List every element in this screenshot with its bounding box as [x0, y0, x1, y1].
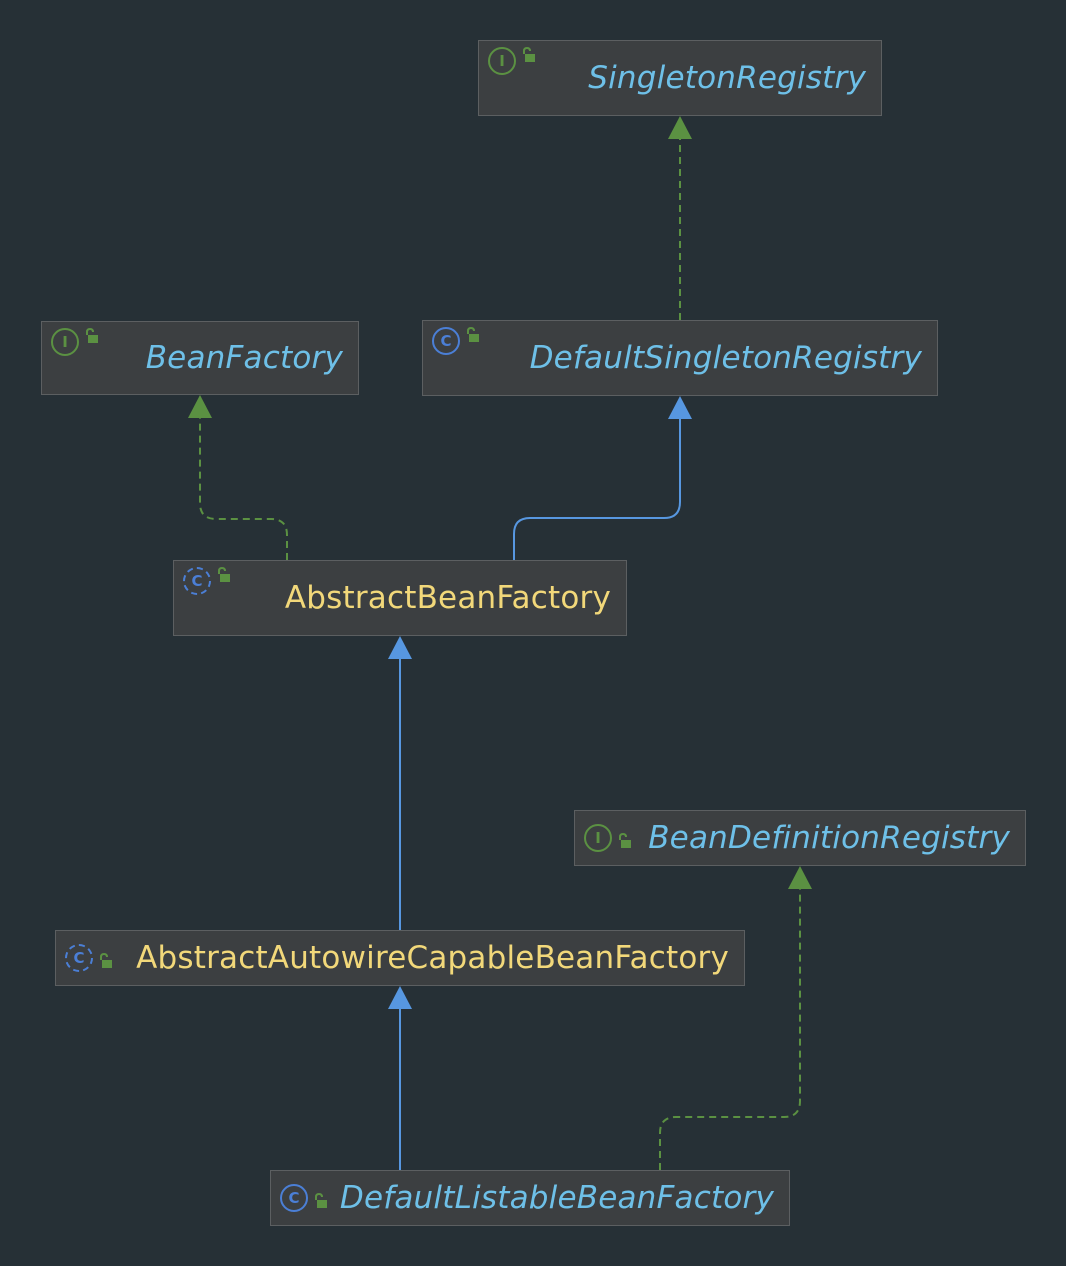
- arrowhead-singletonregistry: [668, 116, 692, 139]
- node-label: DefaultListableBeanFactory: [339, 1180, 774, 1216]
- class-icon: C: [432, 327, 460, 355]
- lock-open-icon: [315, 1192, 327, 1208]
- arrowhead-beandefinitionregistry: [788, 866, 812, 889]
- node-abstractbeanfactory[interactable]: C AbstractBeanFactory: [173, 560, 627, 636]
- node-label: AbstractBeanFactory: [284, 580, 611, 616]
- arrowhead-abstractbeanfactory: [388, 636, 412, 659]
- interface-icon: I: [51, 328, 79, 356]
- node-label: BeanFactory: [145, 340, 343, 376]
- arrowhead-abstractautowirecapablebeanfactory: [388, 986, 412, 1009]
- abstract-class-icon: C: [183, 567, 211, 595]
- node-label: BeanDefinitionRegistry: [648, 820, 1010, 856]
- node-defaultlistablebeanfactory[interactable]: C DefaultListableBeanFactory: [270, 1170, 790, 1226]
- arrowhead-beanfactory: [188, 395, 212, 418]
- node-beandefinitionregistry[interactable]: I BeanDefinitionRegistry: [574, 810, 1026, 866]
- lock-open-icon: [100, 952, 112, 968]
- node-label: DefaultSingletonRegistry: [529, 340, 922, 376]
- edge-abstractbeanfactory-implements-beanfactory: [199, 418, 288, 560]
- abstract-class-icon: C: [65, 944, 93, 972]
- class-icon: C: [280, 1184, 308, 1212]
- arrowhead-defaultsingletonregistry: [668, 396, 692, 419]
- node-label: SingletonRegistry: [588, 60, 866, 96]
- interface-icon: I: [584, 824, 612, 852]
- node-abstractautowirecapablebeanfactory[interactable]: C AbstractAutowireCapableBeanFactory: [55, 930, 745, 986]
- interface-icon: I: [488, 47, 516, 75]
- lock-open-icon: [218, 567, 230, 582]
- lock-open-icon: [523, 47, 535, 62]
- node-singletonregistry[interactable]: I SingletonRegistry: [478, 40, 882, 116]
- lock-open-icon: [467, 327, 479, 342]
- lock-open-icon: [619, 832, 631, 848]
- lock-open-icon: [86, 328, 98, 343]
- edge-abstractbeanfactory-extends-defaultsingletonregistry: [513, 418, 681, 560]
- node-label: AbstractAutowireCapableBeanFactory: [136, 940, 729, 976]
- node-beanfactory[interactable]: I BeanFactory: [41, 321, 359, 395]
- node-defaultsingletonregistry[interactable]: C DefaultSingletonRegistry: [422, 320, 938, 396]
